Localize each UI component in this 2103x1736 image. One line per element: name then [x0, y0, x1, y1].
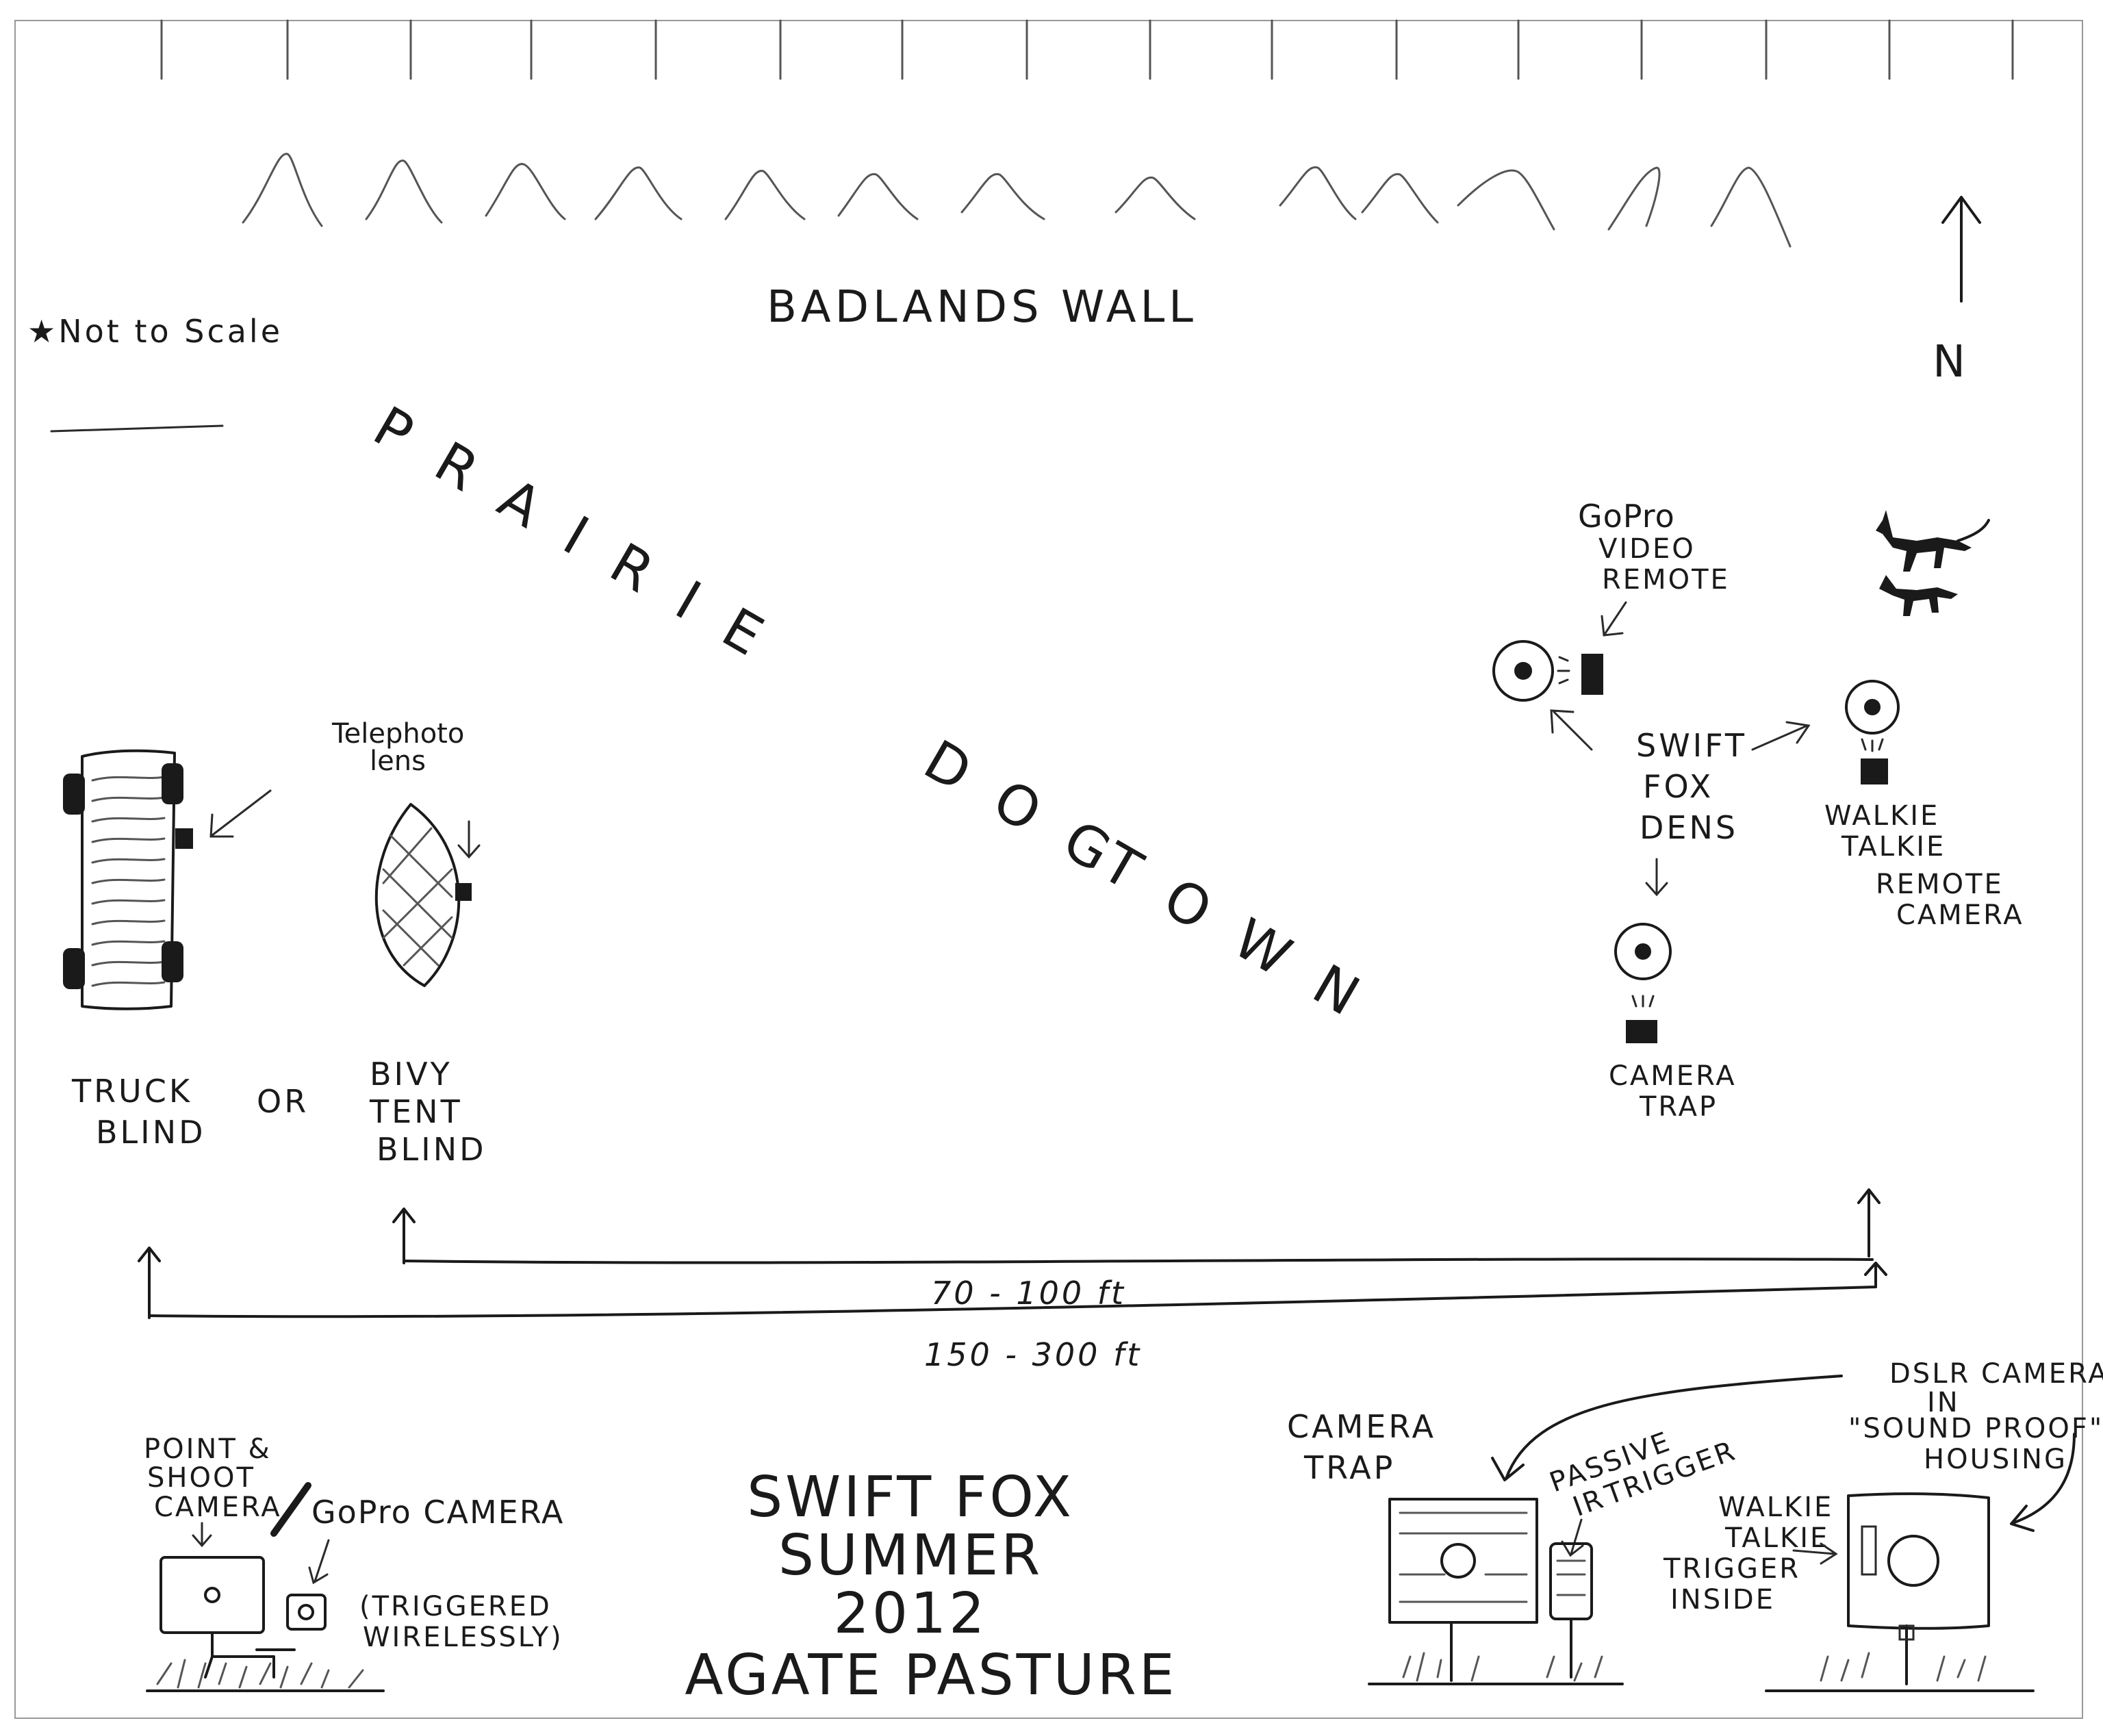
spiral-binding: [160, 19, 2014, 80]
fox-den-north: [1845, 680, 1900, 784]
camera-trap-housing-label: CAMERA: [1287, 1408, 1436, 1445]
walkie-trigger-label: INSIDE: [1670, 1584, 1775, 1616]
divider-slash: [270, 1482, 311, 1537]
ir-arrow: [1561, 1518, 1584, 1557]
walkie-remote-camera: [1861, 758, 1888, 784]
gopro-video-remote: [1581, 654, 1603, 695]
gopro-arrow: [308, 1539, 330, 1585]
point-shoot-arrow: [192, 1522, 212, 1548]
truck-blind-label: TRUCK: [71, 1073, 192, 1110]
truck-camera: [175, 828, 193, 849]
camera-trap-housing-label: TRAP: [1303, 1449, 1395, 1486]
swift-fox-dens-label: DENS: [1640, 809, 1738, 846]
walkie-trigger-label: TALKIE: [1724, 1522, 1829, 1554]
gopro-remote-label: VIDEO: [1598, 533, 1696, 565]
tent-blind-label: BIVY: [370, 1056, 453, 1093]
tent-blind-label: BLIND: [377, 1131, 487, 1168]
den-arrow-west: [1550, 709, 1593, 751]
walkie-remote-label: TALKIE: [1841, 831, 1946, 863]
den-arrow-south: [1645, 858, 1668, 897]
dslr-long-arrow: [1491, 1375, 1843, 1481]
title-line-2: SUMMER: [778, 1523, 1043, 1588]
telephoto-label: lens: [370, 745, 426, 777]
swift-fox-icon: [1876, 510, 1990, 616]
bivy-tent-icon: [374, 803, 481, 987]
dslr-label: HOUSING: [1924, 1444, 2067, 1475]
distance-near: 70 - 100 ft: [392, 1188, 1881, 1312]
camera-trap-housing-icon: [1368, 1498, 1624, 1685]
camera-trap-label: TRAP: [1639, 1091, 1718, 1123]
triggered-label: (TRIGGERED: [359, 1591, 552, 1622]
not-to-scale-text: ★Not to Scale: [27, 313, 283, 350]
dslr-label: IN: [1927, 1387, 1960, 1418]
truck-wheel: [63, 774, 85, 815]
tent-blind-label: TENT: [369, 1093, 463, 1130]
point-shoot-camera-icon: [146, 1556, 385, 1692]
badlands-wall-label: BADLANDS WALL: [767, 282, 1197, 333]
walkie-remote-label: REMOTE: [1876, 869, 2004, 900]
point-shoot-label: SHOOT: [147, 1462, 255, 1494]
north-arrow: N: [1933, 196, 1981, 387]
distance-far-label: 150 - 300 ft: [924, 1336, 1142, 1373]
or-label: OR: [257, 1083, 309, 1120]
truck-arrow: [209, 789, 272, 838]
walkie-trigger-arrow: [1792, 1542, 1838, 1565]
gopro-camera-body: [286, 1594, 327, 1631]
den-arrow-north: [1751, 721, 1811, 751]
dslr-housing-icon: [1765, 1492, 2035, 1692]
paper-edge: [14, 20, 2083, 1719]
title-line-4: AGATE PASTURE: [685, 1643, 1177, 1708]
camera-trap-label: CAMERA: [1609, 1060, 1737, 1092]
title-line-3: 2012: [834, 1581, 988, 1646]
north-label: N: [1933, 337, 1970, 387]
point-shoot-label: CAMERA: [154, 1492, 282, 1523]
distance-far: 150 - 300 ft: [138, 1247, 1887, 1373]
point-shoot-label: POINT &: [144, 1433, 272, 1465]
truck-blind-icon: [63, 749, 272, 1010]
gopro-camera-label: GoPro CAMERA: [311, 1494, 564, 1531]
fox-den-south: [1614, 923, 1672, 1043]
truck-wheel: [162, 941, 183, 982]
gopro-remote-label: REMOTE: [1602, 564, 1730, 596]
swift-fox-dens-label: SWIFT: [1636, 727, 1747, 764]
title-line-1: SWIFT FOX: [747, 1465, 1074, 1530]
camera-trap-unit: [1626, 1020, 1657, 1043]
telephoto-arrow: [457, 820, 481, 859]
gopro-lens: [298, 1604, 314, 1620]
tent-camera: [455, 883, 472, 901]
triggered-label: WIRELESSLY): [363, 1622, 563, 1653]
walkie-trigger-label: TRIGGER: [1663, 1553, 1800, 1585]
badlands-peaks: [242, 153, 1792, 248]
swift-fox-dens-label: FOX: [1643, 768, 1713, 805]
walkie-remote-label: CAMERA: [1896, 899, 2024, 931]
walkie-trigger-label: WALKIE: [1718, 1492, 1833, 1523]
dslr-label: "SOUND PROOF": [1848, 1413, 2103, 1444]
not-to-scale-note: ★Not to Scale: [27, 313, 283, 433]
truck-wheel: [162, 763, 183, 804]
gopro-remote-label: GoPro: [1578, 498, 1675, 535]
truck-wheel: [63, 948, 85, 989]
fox-den-west: [1492, 640, 1603, 702]
walkie-remote-label: WALKIE: [1824, 800, 1939, 832]
title-block: SWIFT FOX SUMMER 2012 AGATE PASTURE: [685, 1465, 1177, 1708]
dslr-label: DSLR CAMERA: [1889, 1358, 2103, 1390]
truck-blind-label: BLIND: [96, 1114, 206, 1151]
dslr-arrow: [2010, 1433, 2076, 1532]
telephoto-label: Telephoto: [331, 718, 464, 750]
gopro-remote-arrow: [1601, 601, 1627, 637]
